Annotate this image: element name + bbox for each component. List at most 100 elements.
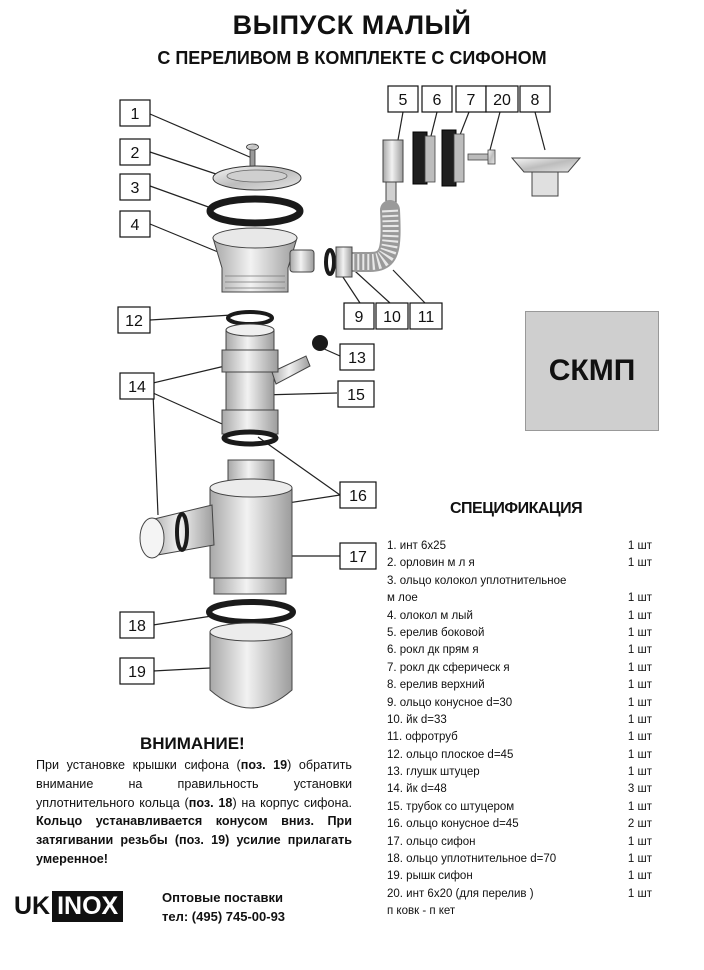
callout-number: 13 <box>348 350 366 367</box>
callout-1: 1 <box>119 99 151 127</box>
spec-row: 4. олокол м лый 1 шт <box>387 608 652 625</box>
spec-row: 16. ольцо конусное d=45 2 шт <box>387 816 652 833</box>
gasket-part-3 <box>206 195 304 227</box>
spec-item-qty: 1 шт <box>627 800 652 813</box>
spec-item-name: 8. ерелив верхний <box>387 679 485 692</box>
cone-ring-part-9 <box>324 248 336 276</box>
spec-item-qty: 2 шт <box>627 818 652 831</box>
spec-row: 10. йк d=33 1 шт <box>387 712 652 729</box>
callout-18: 18 <box>119 611 155 639</box>
page-subtitle: С ПЕРЕЛИВОМ В КОМПЛЕКТЕ С СИФОНОМ <box>157 48 547 68</box>
callout-4: 4 <box>119 210 151 238</box>
spec-item-name: 20. инт 6х20 (для перелив ) <box>387 887 534 900</box>
callout-number: 3 <box>131 180 140 197</box>
spec-item-name: 6. рокл дк прям я <box>387 644 479 657</box>
bell-housing-part-4 <box>212 227 315 293</box>
spec-item-qty: 1 шт <box>627 887 652 900</box>
callout-number: 14 <box>128 379 146 396</box>
logo-uk: UK <box>14 891 51 920</box>
spec-item-name: м лое <box>387 592 418 605</box>
callout-16: 16 <box>339 481 377 509</box>
corrugated-hose-part-11 <box>335 200 401 272</box>
callout-number: 4 <box>131 217 140 234</box>
spec-item-name: 7. рокл дк сферическ я <box>387 661 510 674</box>
callout-number: 20 <box>493 92 511 109</box>
callout-number: 15 <box>347 387 365 404</box>
callout-number: 18 <box>128 618 146 635</box>
spec-item-name: 10. йк d=33 <box>387 713 447 726</box>
spec-item-qty: 1 шт <box>627 696 652 709</box>
spec-row: п ковк - п кет <box>387 903 652 920</box>
spec-row: 1. инт 6х25 1 шт <box>387 538 652 555</box>
spec-item-qty: 1 шт <box>627 748 652 761</box>
callout-number: 5 <box>399 92 408 109</box>
callout-number: 6 <box>433 92 442 109</box>
spec-item-qty: 1 шт <box>627 853 652 866</box>
spec-item-name: 5. ерелив боковой <box>387 626 485 639</box>
spec-item-name: 17. ольцо сифон <box>387 835 476 848</box>
callout-12: 12 <box>117 306 151 334</box>
callout-2: 2 <box>119 138 151 166</box>
spec-row: 7. рокл дк сферическ я 1 шт <box>387 660 652 677</box>
spec-item-name: 18. ольцо уплотнительное d=70 <box>387 853 557 866</box>
spec-item-qty: 1 шт <box>627 766 652 779</box>
product-code-box: СКМП <box>525 311 659 431</box>
spec-item-name: 9. ольцо конусное d=30 <box>387 696 513 709</box>
page-title: ВЫПУСК МАЛЫЙ <box>232 10 472 40</box>
callout-number: 12 <box>125 313 143 330</box>
spec-item-name: 14. йк d=48 <box>387 783 447 796</box>
flat-ring-part-12 <box>226 310 274 326</box>
contact-info: Оптовые поставки тел: (495) 745-00-93 <box>162 888 285 926</box>
spec-item-qty: 1 шт <box>627 713 652 726</box>
callout-number: 1 <box>131 106 140 123</box>
callout-17: 17 <box>339 542 377 570</box>
spec-item-qty: 1 шт <box>627 661 652 674</box>
callout-number: 9 <box>355 309 364 326</box>
spec-item-qty: 1 шт <box>627 557 652 570</box>
callout-9: 9 <box>343 302 375 330</box>
callout-10: 10 <box>375 302 409 330</box>
spec-item-qty: 1 шт <box>627 540 652 552</box>
callout-number: 17 <box>349 549 367 566</box>
callout-11: 11 <box>409 302 443 330</box>
spec-item-name: 1. инт 6х25 <box>387 540 446 552</box>
callout-number: 2 <box>131 145 140 162</box>
cone-ring-part-16-side <box>175 512 189 552</box>
spec-item-qty: 3 шт <box>627 783 652 796</box>
spec-item-qty: 1 шт <box>627 835 652 848</box>
spec-title: СПЕЦИФИКАЦИЯ <box>450 500 583 517</box>
nut-part-10 <box>335 246 353 278</box>
callout-8: 8 <box>519 85 551 113</box>
callout-14: 14 <box>119 372 155 400</box>
callout-3: 3 <box>119 173 151 201</box>
screw-part-1 <box>246 143 259 171</box>
callout-number: 8 <box>531 92 540 109</box>
plate-part-7 <box>441 129 465 187</box>
spec-item-name: 4. олокол м лый <box>387 609 473 622</box>
sealing-ring-part-18 <box>206 599 296 625</box>
spec-row: 17. ольцо сифон 1 шт <box>387 834 652 851</box>
spec-item-name: 3. ольцо колокол уплотнительное <box>387 574 567 587</box>
overflow-part-5 <box>382 139 404 213</box>
plug-part-13 <box>312 335 328 351</box>
spec-row: 18. ольцо уплотнительное d=70 1 шт <box>387 851 652 868</box>
callout-5: 5 <box>387 85 419 113</box>
spec-row: 3. ольцо колокол уплотнительное <box>387 573 652 590</box>
phone-line: тел: (495) 745-00-93 <box>162 909 286 924</box>
screw-part-20 <box>467 149 496 165</box>
spec-row: 20. инт 6х20 (для перелив ) 1 шт <box>387 886 652 903</box>
spec-item-qty: 1 шт <box>627 609 652 622</box>
spec-item-name: 16. ольцо конусное d=45 <box>387 818 519 831</box>
callout-20: 20 <box>485 85 519 113</box>
grate-part-2 <box>212 165 302 191</box>
callout-number: 19 <box>128 664 146 681</box>
